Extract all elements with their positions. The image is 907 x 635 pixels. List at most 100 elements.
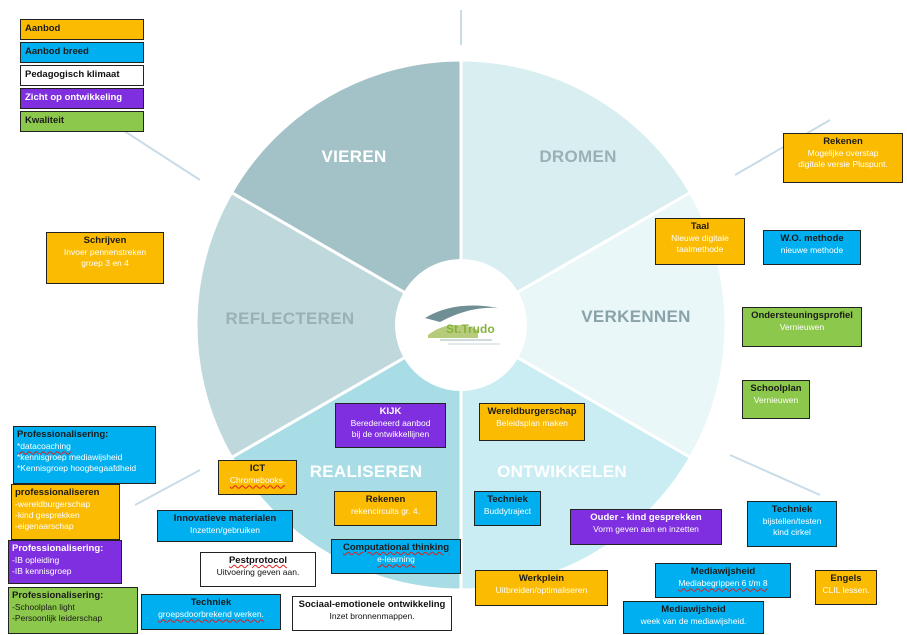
segment-label-vieren: VIEREN: [321, 147, 386, 166]
card-title: Professionalisering:: [12, 543, 104, 554]
card-rekenen-top: Rekenen Mogelijke overstap digitale vers…: [783, 133, 903, 183]
card-kijk: KIJK Beredeneerd aanbod bij de ontwikkel…: [335, 403, 446, 448]
card-engels: Engels CLIL lessen.: [815, 570, 877, 605]
card-sociaal-emotionele-ontwikkeling: Sociaal-emotionele ontwikkeling Inzet br…: [292, 596, 452, 631]
wheel-segment-dromen: [459, 58, 693, 328]
segment-label-dromen: DROMEN: [539, 147, 616, 166]
card-line: *Kennisgroep hoogbegaafdheid: [17, 463, 137, 474]
legend-aanbod: Aanbod: [20, 19, 144, 40]
card-line: -eigenaarschap: [15, 521, 74, 532]
card-mediawijsheid-1: Mediawijsheid Mediabegrippen 6 t/m 8: [655, 563, 791, 598]
card-title: Rekenen: [365, 494, 406, 505]
card-line: Beredeneerd aanbod: [350, 418, 431, 429]
card-title: KIJK: [379, 406, 402, 417]
wheel-segment-reflecteren: [194, 190, 465, 460]
card-title: W.O. methode: [780, 233, 844, 244]
card-line: kind cirkel: [773, 527, 811, 538]
logo-circle: [395, 259, 527, 391]
card-line: groep 3 en 4: [81, 258, 129, 269]
legend-aanbod-breed: Aanbod breed: [20, 42, 144, 63]
card-wo-methode: W.O. methode nieuwe methode: [763, 230, 861, 265]
card-title: Werkplein: [518, 573, 565, 584]
card-ict: ICT Chromebooks.: [218, 460, 297, 495]
spoke-line: [114, 124, 201, 181]
card-professionalisering-3: Professionalisering: -IB opleiding -IB k…: [8, 540, 122, 584]
card-taal: Taal Nieuwe digitale taalmethode: [655, 218, 745, 265]
card-computational-thinking: Computational thinking e-learning: [331, 539, 461, 574]
logo-swoosh: [425, 305, 498, 322]
card-title: Mediawijsheid: [661, 604, 726, 615]
card-title: Wereldburgerschap: [487, 406, 577, 417]
card-title: Ondersteuningsprofiel: [751, 310, 853, 321]
card-line: -wereldburgerschap: [15, 499, 91, 510]
card-line: week van de mediawijsheid.: [640, 616, 747, 627]
card-title: professionaliseren: [15, 487, 100, 498]
card-professionalisering-1: Professionalisering: *datacoaching *kenn…: [13, 426, 156, 484]
segment-label-ontwikkelen: ONTWIKKELEN: [497, 462, 627, 481]
legend-zicht-op-ontwikkeling: Zicht op ontwikkeling: [20, 88, 144, 109]
card-line: *datacoaching: [17, 441, 71, 452]
card-title: Computational thinking: [342, 542, 450, 553]
logo-hill: [428, 325, 478, 338]
card-line: Invoer pennenstreken: [63, 247, 147, 258]
card-line: Nieuwe digitale: [671, 233, 729, 244]
card-line: -kind gesprekken: [15, 510, 80, 521]
card-line: groepsdoorbrekend werken.: [158, 609, 264, 620]
card-line: Vernieuwen: [779, 322, 825, 333]
segment-label-realiseren: REALISEREN: [310, 462, 423, 481]
card-line: Beleidsplan maken: [496, 418, 568, 429]
card-line: CLIL lessen.: [822, 585, 870, 596]
card-title: Professionalisering:: [17, 429, 109, 440]
card-title: ICT: [249, 463, 266, 474]
card-schoolplan: Schoolplan Vernieuwen: [742, 380, 810, 419]
card-techniek-right: Techniek bijstellen/testen kind cirkel: [747, 501, 837, 547]
card-techniek-bottom: Techniek groepsdoorbrekend werken.: [141, 594, 281, 630]
card-line: Uitvoering geven aan.: [216, 567, 300, 578]
card-line: -IB kennisgroep: [12, 566, 72, 577]
card-line: Buddytraject: [483, 506, 532, 517]
card-mediawijsheid-2: Mediawijsheid week van de mediawijsheid.: [623, 601, 764, 634]
card-title: Schrijven: [83, 235, 127, 246]
card-ouder-kind-gesprekken: Ouder - kind gesprekken Vorm geven aan e…: [570, 509, 722, 545]
card-line: rekencircuits gr. 4.: [351, 506, 420, 517]
spoke-line: [734, 119, 831, 176]
card-title: Schoolplan: [750, 383, 802, 394]
card-title: Sociaal-emotionele ontwikkeling: [298, 599, 446, 610]
segment-label-verkennen: VERKENNEN: [581, 307, 690, 326]
card-rekenen-mid: Rekenen rekencircuits gr. 4.: [334, 491, 437, 526]
card-line: nieuwe methode: [780, 245, 844, 256]
spoke-line: [134, 469, 201, 506]
card-line: Chromebooks.: [229, 475, 286, 486]
card-line: taalmethode: [676, 244, 724, 255]
card-wereldburgerschap: Wereldburgerschap Beleidsplan maken: [479, 403, 585, 441]
card-line: bij de ontwikkellijnen: [351, 429, 430, 440]
card-line: digitale versie Pluspunt.: [798, 159, 888, 170]
card-line: e-learning: [377, 554, 415, 565]
card-title: Taal: [690, 221, 710, 232]
wheel-segment-vieren: [229, 58, 463, 328]
legend-pedagogisch-klimaat: Pedagogisch klimaat: [20, 65, 144, 86]
card-line: Inzetten/gebruiken: [190, 525, 260, 536]
legend-kwaliteit: Kwaliteit: [20, 111, 144, 132]
card-title: Innovatieve materialen: [173, 513, 277, 524]
logo-text: St.Trudo: [446, 322, 495, 336]
card-line: Uitbreiden/optimaliseren: [495, 585, 588, 596]
card-schrijven: Schrijven Invoer pennenstreken groep 3 e…: [46, 232, 164, 284]
card-line: *kennisgroep mediawijsheid: [17, 452, 123, 463]
card-title: Ouder - kind gesprekken: [590, 512, 702, 523]
card-line: -Schoolplan light: [12, 602, 75, 613]
card-professionalisering-4: Professionalisering: -Schoolplan light -…: [8, 587, 138, 634]
card-line: Vernieuwen: [753, 395, 799, 406]
logo: St.Trudo: [425, 305, 500, 345]
card-line: bijstellen/testen: [762, 516, 822, 527]
card-title: Techniek: [771, 504, 813, 515]
card-line: -IB opleiding: [12, 555, 60, 566]
card-line: Inzet bronnenmappen.: [329, 611, 415, 622]
card-werkplein: Werkplein Uitbreiden/optimaliseren: [475, 570, 608, 606]
card-title: Professionalisering:: [12, 590, 104, 601]
card-line: Vorm geven aan en inzetten: [593, 524, 699, 535]
card-title: Pestprotocol: [228, 555, 288, 566]
card-line: Mediabegrippen 6 t/m 8: [678, 578, 768, 589]
card-innovatieve-materialen: Innovatieve materialen Inzetten/gebruike…: [157, 510, 293, 542]
card-pestprotocol: Pestprotocol Uitvoering geven aan.: [200, 552, 316, 587]
